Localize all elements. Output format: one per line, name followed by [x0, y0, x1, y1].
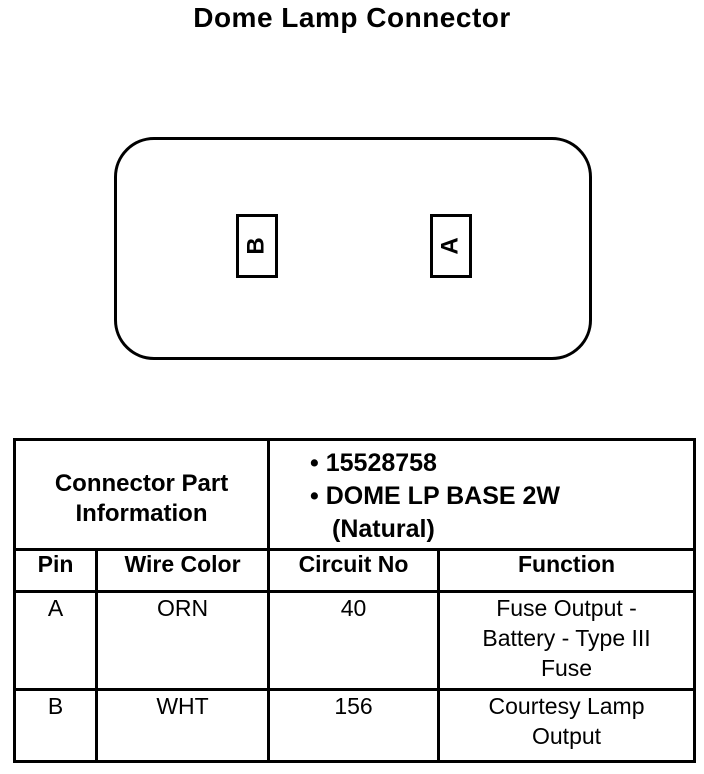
part-info-label-cell: Connector Part Information [12, 438, 271, 551]
wire-color-cell: ORN [94, 590, 271, 691]
header-wire-color: Wire Color [94, 548, 271, 593]
pin-a-label: A [437, 237, 464, 255]
diagram-title: Dome Lamp Connector [193, 2, 511, 33]
function-line: Courtesy Lamp [488, 693, 645, 719]
header-circuit-no: Circuit No [267, 548, 441, 593]
part-info-label-line2: Information [75, 499, 208, 527]
part-info-value-cell: • 15528758 • DOME LP BASE 2W (Natural) [267, 438, 697, 551]
circuit-cell: 40 [267, 590, 441, 691]
part-info-row: Connector Part Information • 15528758 • … [12, 438, 697, 551]
function-line: Output [532, 723, 602, 749]
pin-b-cavity: B [236, 214, 278, 278]
header-function: Function [437, 548, 697, 593]
function-line: Fuse Output - [496, 595, 637, 621]
table-header-row: Pin Wire Color Circuit No Function [13, 548, 697, 593]
circuit-cell: 156 [267, 688, 441, 763]
table-row: A ORN 40 Fuse Output - Battery - Type II… [13, 590, 697, 691]
header-pin: Pin [13, 548, 98, 593]
part-color: (Natural) [332, 515, 435, 543]
bullet: • [310, 449, 319, 477]
connector-outline: B A [114, 137, 592, 360]
bullet: • [310, 482, 319, 510]
function-line: Battery - Type III [482, 625, 651, 651]
part-number: 15528758 [325, 449, 437, 477]
pin-cell: A [13, 590, 98, 691]
part-name: DOME LP BASE 2W [325, 482, 561, 510]
connector-info-table: Connector Part Information • 15528758 • … [12, 438, 697, 763]
part-number-line: • 15528758 [310, 447, 693, 480]
function-cell: Fuse Output - Battery - Type III Fuse [437, 590, 697, 691]
pin-a-cavity: A [430, 214, 472, 278]
function-cell: Courtesy Lamp Output [437, 688, 697, 763]
table-row: B WHT 156 Courtesy Lamp Output [13, 688, 697, 763]
pin-cell: B [13, 688, 98, 763]
part-info-label-line1: Connector Part [54, 469, 229, 497]
function-line: Fuse [540, 655, 593, 681]
wire-color-cell: WHT [94, 688, 271, 763]
pin-b-label: B [243, 237, 270, 255]
part-name-line: • DOME LP BASE 2W [310, 480, 693, 513]
